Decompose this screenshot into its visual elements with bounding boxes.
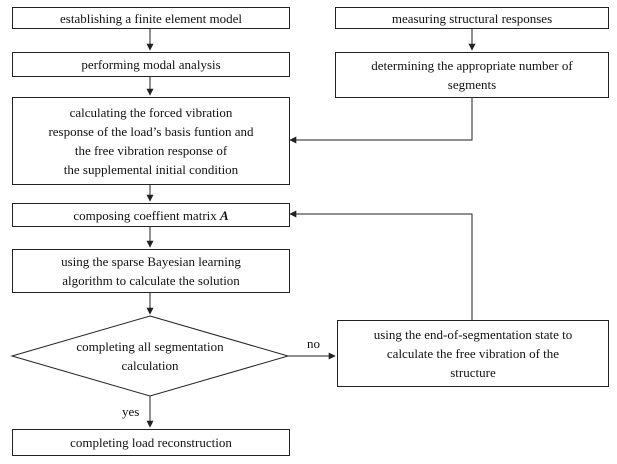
node-text: structure bbox=[450, 365, 496, 380]
node-decision-completing-segmentation: completing all segmentation calculation bbox=[40, 336, 260, 376]
node-text: algorithm to calculate the solution bbox=[62, 273, 240, 288]
node-sparse-bayesian-learning: using the sparse Bayesian learning algor… bbox=[12, 249, 290, 293]
node-text: the free vibration response of bbox=[74, 143, 228, 158]
node-text: using the end-of-segmentation state to bbox=[373, 327, 573, 342]
arrow-segments-to-forced bbox=[289, 98, 473, 144]
node-text: composing coeffient matrix A bbox=[73, 206, 228, 225]
node-text: completing load reconstruction bbox=[70, 435, 232, 450]
node-text: using the sparse Bayesian learning bbox=[61, 254, 241, 269]
node-performing-modal-analysis: performing modal analysis bbox=[12, 52, 290, 77]
node-text: calculation bbox=[121, 358, 179, 373]
arrow-loop-back bbox=[289, 210, 473, 320]
node-text: establishing a finite element model bbox=[60, 10, 242, 26]
node-text: calculate the free vibration of the bbox=[386, 346, 560, 361]
node-calculating-forced-vibration: calculating the forced vibration respons… bbox=[12, 97, 290, 185]
edge-label-no: no bbox=[307, 336, 320, 351]
node-text: determining the appropriate number of bbox=[371, 58, 573, 73]
node-text: calculating the forced vibration bbox=[69, 105, 233, 120]
node-text-main: composing coeffient matrix bbox=[73, 207, 221, 223]
node-determining-segments: determining the appropriate number of se… bbox=[335, 52, 609, 98]
node-text: response of the load’s basis funtion and bbox=[48, 124, 254, 139]
node-end-of-segmentation-state: using the end-of-segmentation state to c… bbox=[337, 320, 609, 387]
node-text: segments bbox=[447, 77, 497, 92]
node-text: performing modal analysis bbox=[81, 57, 221, 72]
node-text: measuring structural responses bbox=[391, 10, 553, 26]
node-measuring-structural-responses: measuring structural responses bbox=[335, 7, 609, 29]
edge-label-yes: yes bbox=[122, 404, 140, 419]
node-composing-coefficient-matrix: composing coeffient matrix A bbox=[12, 203, 290, 227]
node-completing-load-reconstruction: completing load reconstruction bbox=[12, 429, 290, 456]
node-text: completing all segmentation bbox=[76, 339, 224, 354]
matrix-symbol: A bbox=[220, 207, 229, 223]
node-text: the supplemental initial condition bbox=[63, 162, 239, 177]
node-establishing-finite-element-model: establishing a finite element model bbox=[12, 7, 290, 29]
